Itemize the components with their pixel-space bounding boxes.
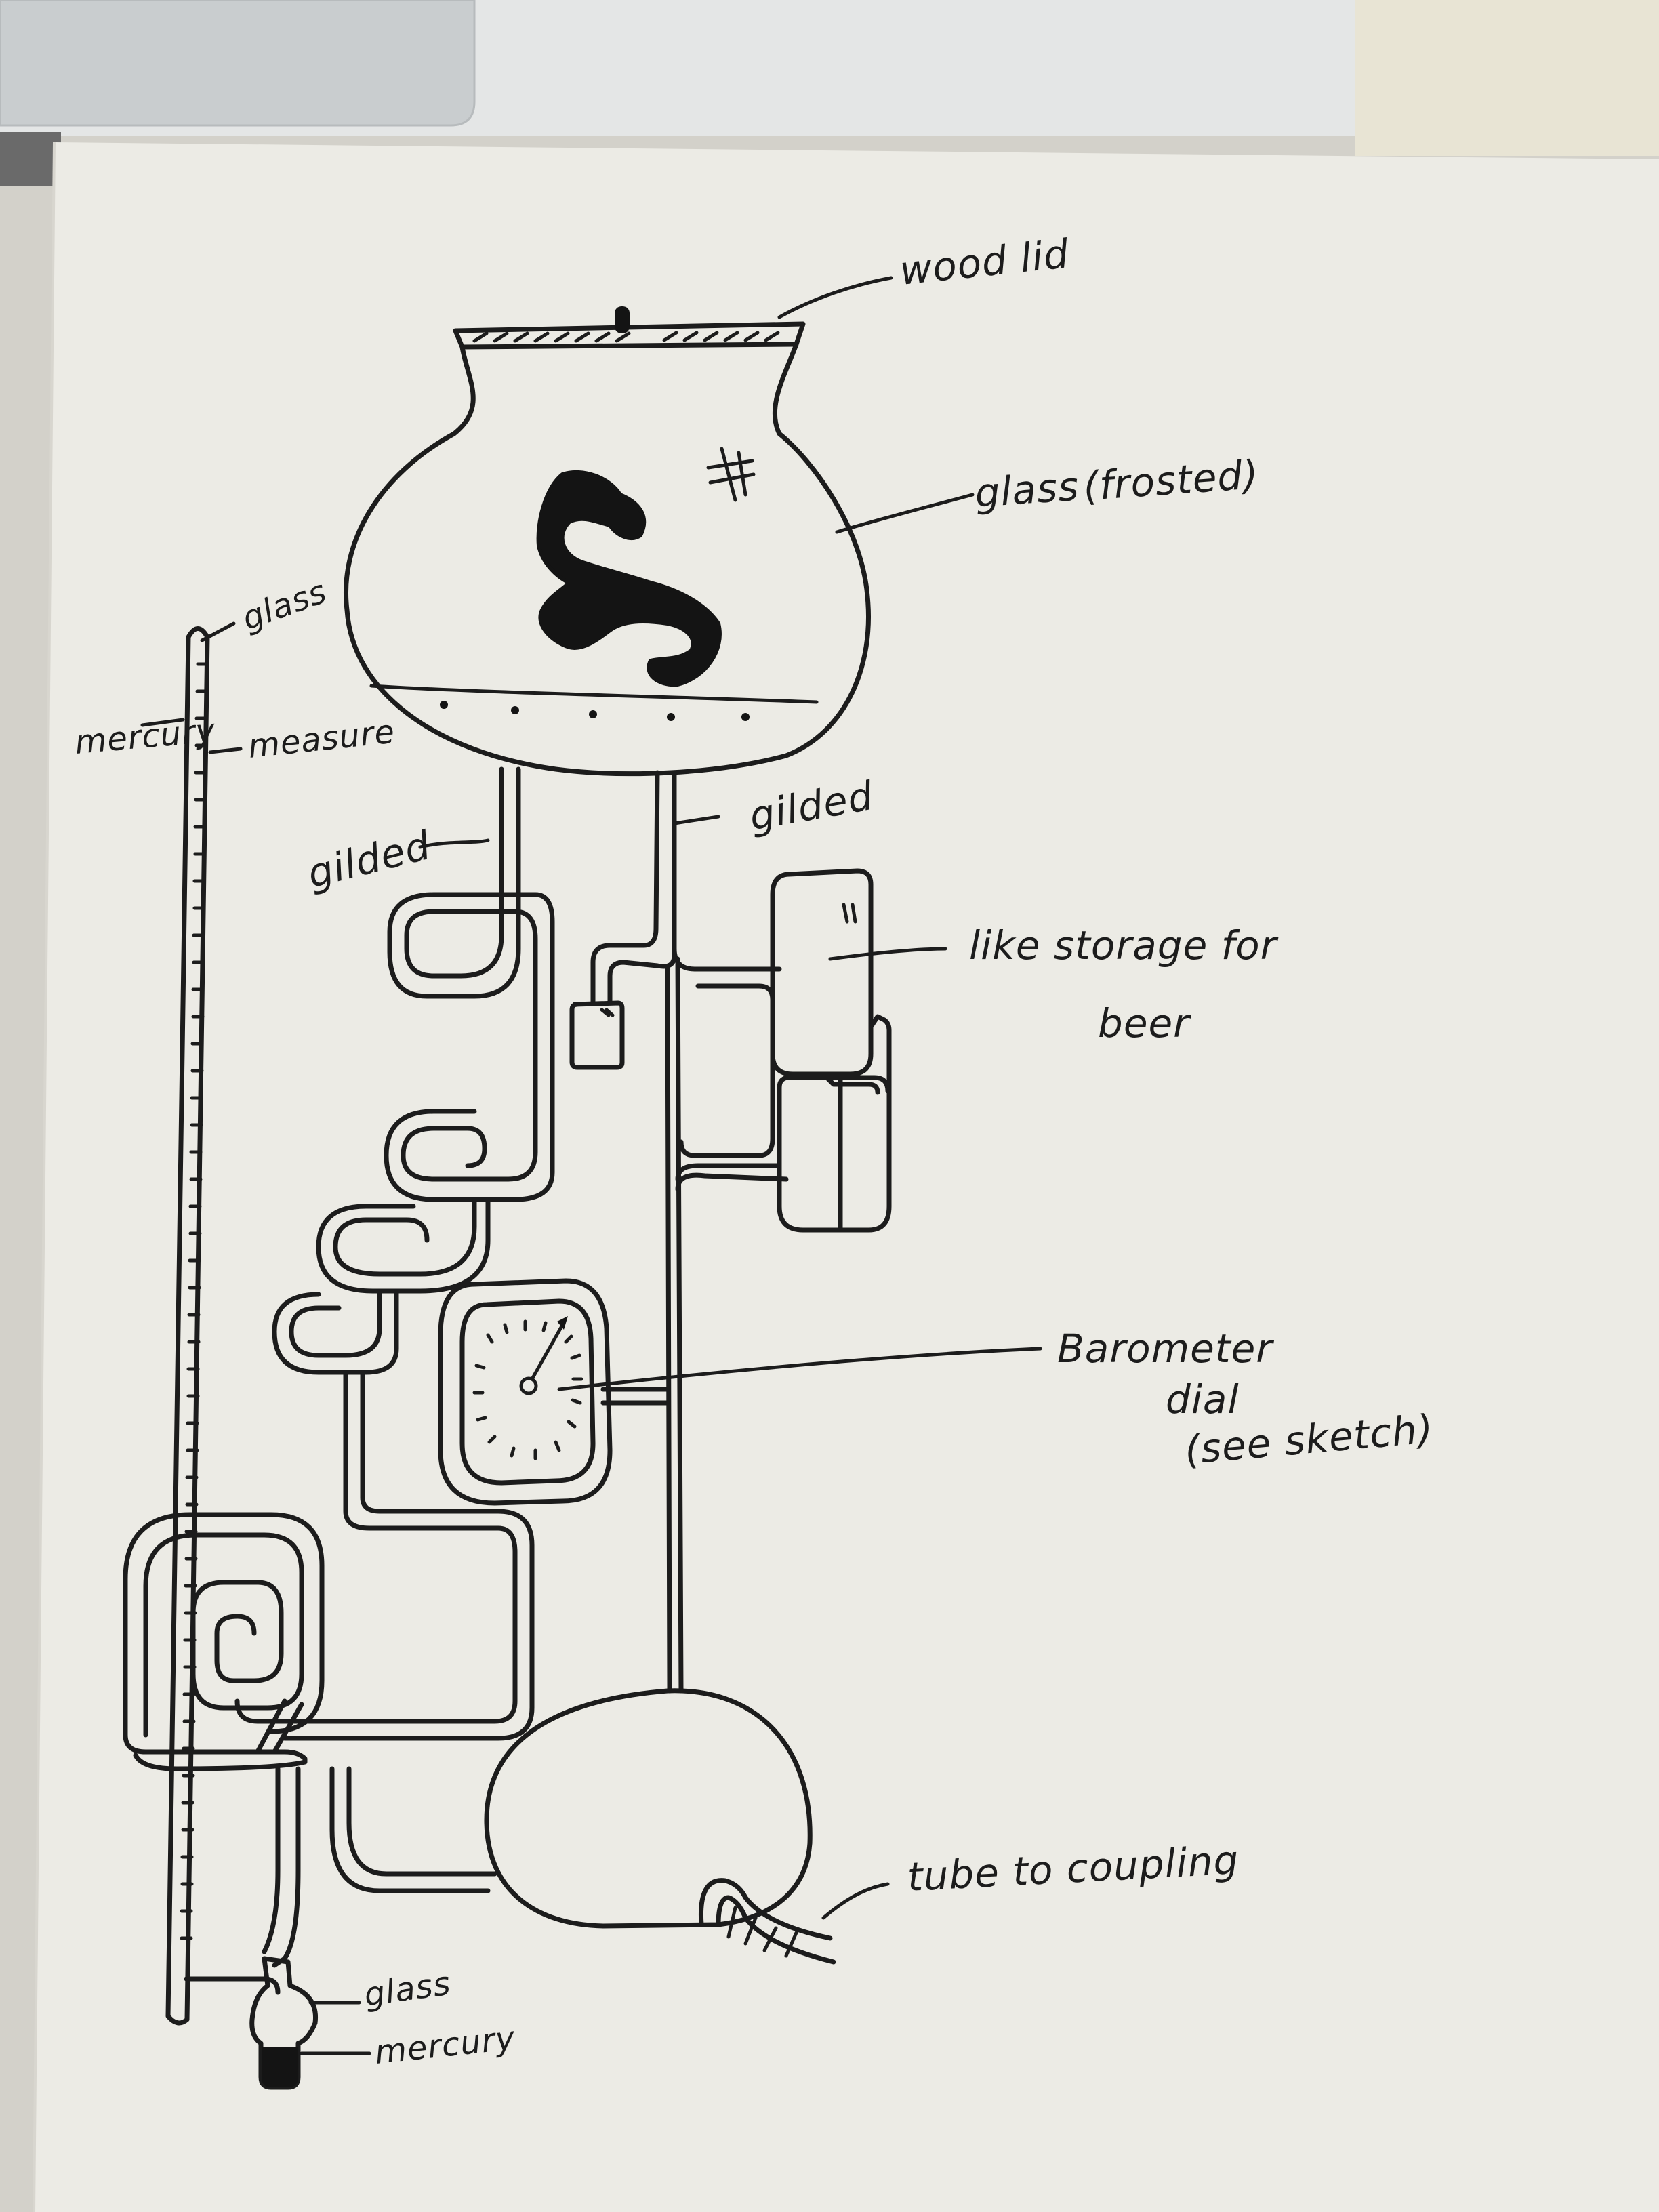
label-barometer-line1: Barometer: [1057, 1326, 1274, 1372]
label-storage-line1: like storage for: [969, 922, 1279, 968]
label-barometer-line2: dial: [1166, 1376, 1240, 1422]
label-glass-frosted: glass: [973, 463, 1080, 516]
label-storage-line2: beer: [1098, 1000, 1191, 1046]
